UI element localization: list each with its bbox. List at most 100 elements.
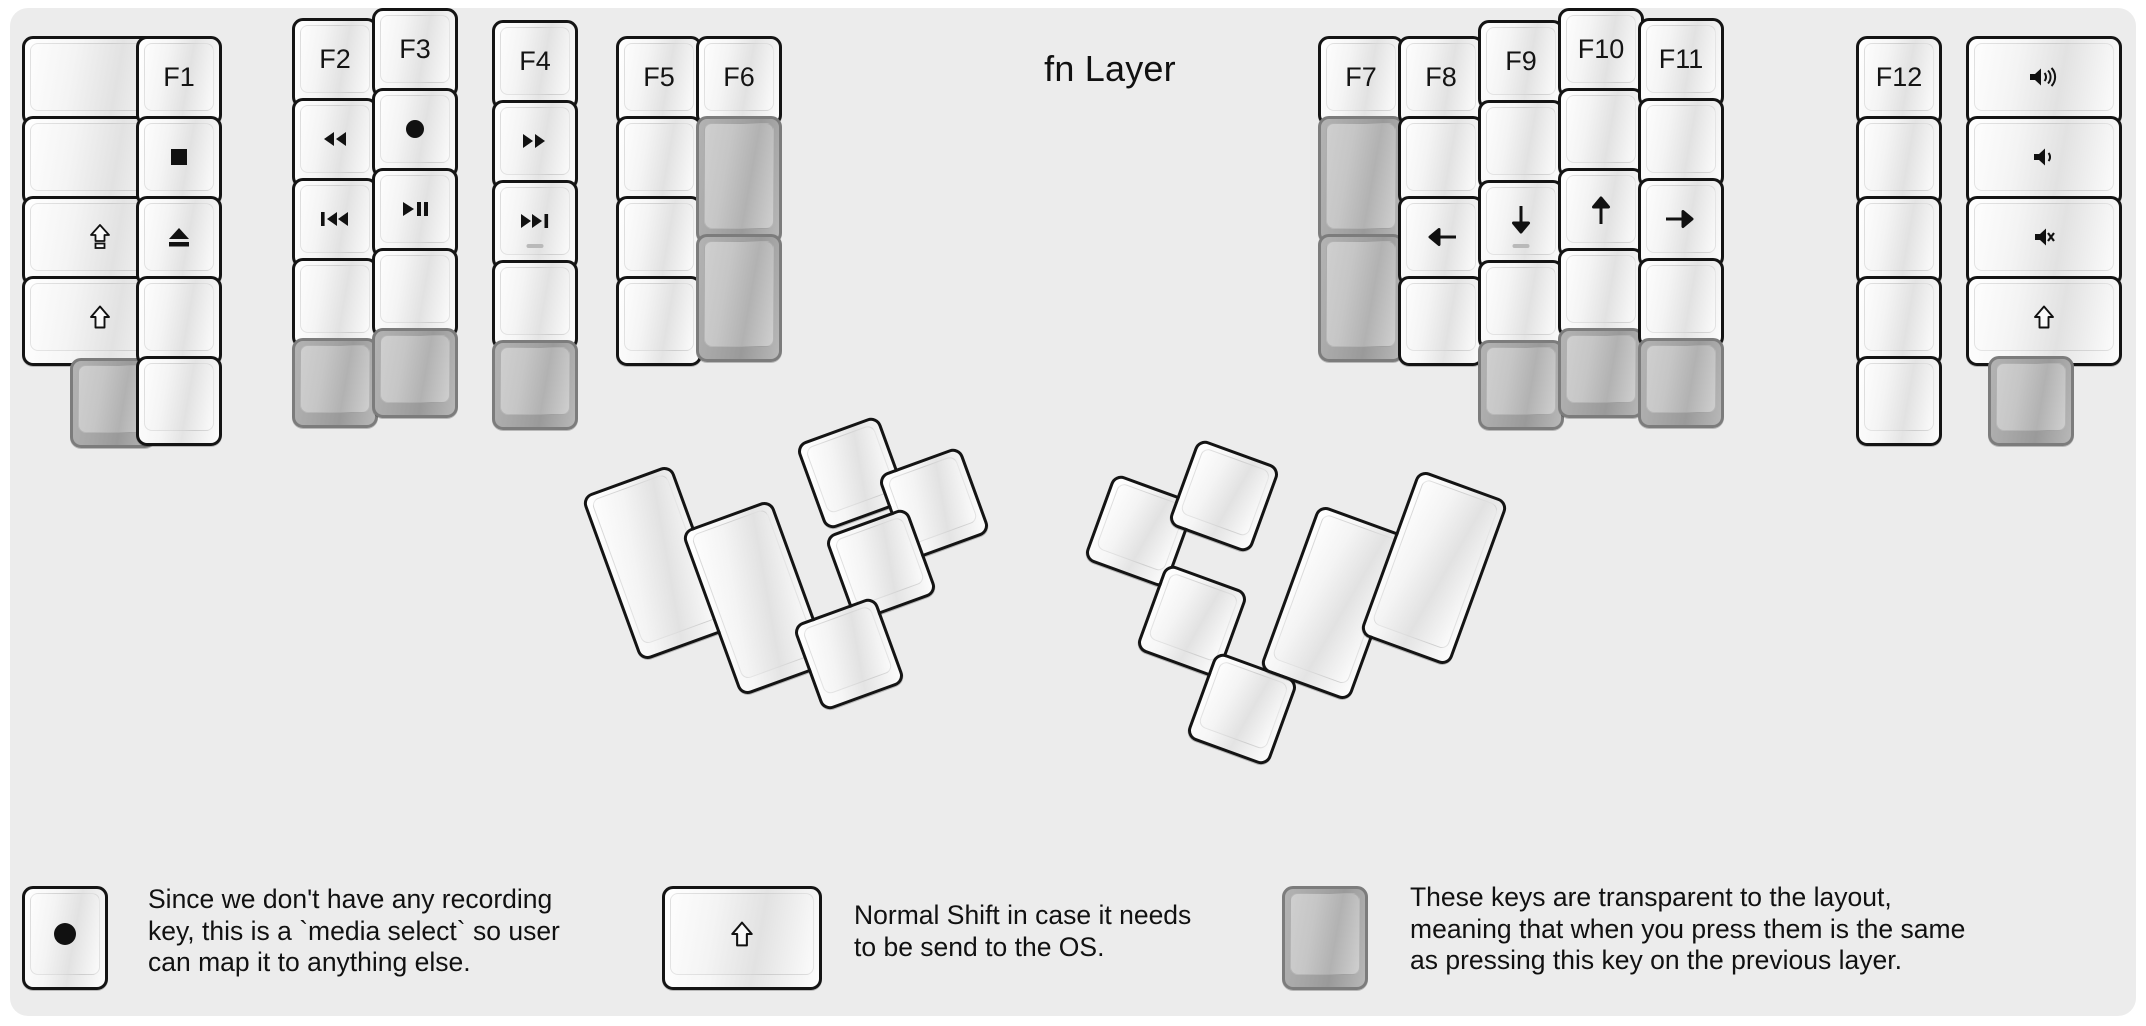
left-key-rewind[interactable]: [292, 98, 378, 188]
left-key-next-track[interactable]: [492, 180, 578, 270]
right-key-f7[interactable]: F7: [1318, 36, 1404, 126]
keycap-face: [1147, 572, 1240, 663]
homing-bar: [1512, 244, 1530, 248]
keycap-face: [1566, 255, 1636, 323]
keycap-face: [1406, 123, 1476, 191]
left-key-inner2-tall2-transparent[interactable]: [696, 234, 782, 362]
left-key-play-pause[interactable]: [372, 168, 458, 258]
left-key-inner1-r4[interactable]: [616, 276, 702, 366]
keycap-face: [804, 424, 897, 515]
left-key-index-r5-transparent[interactable]: [492, 340, 578, 430]
shift-icon: [730, 921, 754, 947]
left-key-eject[interactable]: [136, 196, 222, 286]
keycap-face: [1864, 363, 1934, 431]
left-key-record[interactable]: [372, 88, 458, 178]
keycap-face: [833, 516, 926, 607]
right-key-middle-r2[interactable]: [1558, 88, 1644, 178]
key-label: F8: [1425, 61, 1457, 92]
left-key-media-stop[interactable]: [136, 116, 222, 206]
left-key-ring-r4[interactable]: [292, 258, 378, 348]
right-key-pinky-r2[interactable]: [1856, 116, 1942, 206]
left-key-ring-r5-transparent[interactable]: [292, 338, 378, 428]
right-key-arrow-left[interactable]: [1398, 196, 1484, 286]
right-key-ring-r2[interactable]: [1638, 98, 1724, 188]
volume-down-icon: [2031, 145, 2057, 169]
left-key-f2[interactable]: F2: [292, 18, 378, 108]
keycap-face: [1290, 893, 1360, 975]
left-key-pinky-r5[interactable]: [136, 356, 222, 446]
keycap-face: F11: [1646, 25, 1716, 93]
play-pause-icon: [400, 199, 430, 219]
right-key-index-r5-transparent[interactable]: [1478, 340, 1564, 430]
keycap-face: [1646, 345, 1716, 413]
keycap-face: F2: [300, 25, 370, 93]
keycap-face: [144, 203, 214, 271]
keycap-face: [380, 95, 450, 163]
keycap-face: [300, 345, 370, 413]
left-key-f3[interactable]: F3: [372, 8, 458, 98]
right-key-arrow-right[interactable]: [1638, 178, 1724, 268]
arrow-right-icon: [1664, 208, 1698, 230]
right-key-inner2-tall2-transparent[interactable]: [1318, 234, 1404, 362]
left-key-inner1-r2[interactable]: [616, 116, 702, 206]
left-key-middle-r5-transparent[interactable]: [372, 328, 458, 418]
right-key-inner1-r4[interactable]: [1398, 276, 1484, 366]
key-label: F11: [1658, 43, 1704, 74]
left-key-pinky-r4[interactable]: [136, 276, 222, 366]
keycap-face: [1646, 105, 1716, 173]
left-key-f4[interactable]: F4: [492, 20, 578, 110]
right-key-shift[interactable]: [1966, 276, 2122, 366]
left-key-index-r4[interactable]: [492, 260, 578, 350]
left-key-previous-track[interactable]: [292, 178, 378, 268]
left-key-f6[interactable]: F6: [696, 36, 782, 126]
right-key-middle-r5-transparent[interactable]: [1558, 328, 1644, 418]
right-key-inner2-tall1-transparent[interactable]: [1318, 116, 1404, 244]
keycap-face: [1486, 267, 1556, 335]
key-label: F10: [1577, 33, 1625, 64]
left-key-f5[interactable]: F5: [616, 36, 702, 126]
left-key-inner2-tall1-transparent[interactable]: [696, 116, 782, 244]
right-key-pinky-r5[interactable]: [1856, 356, 1942, 446]
right-key-f11[interactable]: F11: [1638, 18, 1724, 108]
volume-mute-icon: [2032, 225, 2056, 249]
right-key-index-r2[interactable]: [1478, 100, 1564, 190]
keycap-face: [624, 283, 694, 351]
right-key-volume-down[interactable]: [1966, 116, 2122, 206]
right-key-arrow-down[interactable]: [1478, 180, 1564, 270]
left-key-inner1-r3[interactable]: [616, 196, 702, 286]
right-key-f10[interactable]: F10: [1558, 8, 1644, 98]
keycap-face: [1864, 203, 1934, 271]
homing-bar: [526, 244, 544, 248]
right-key-volume-up[interactable]: [1966, 36, 2122, 126]
right-key-f9[interactable]: F9: [1478, 20, 1564, 110]
right-key-volume-mute[interactable]: [1966, 196, 2122, 286]
keycap-face: [380, 175, 450, 243]
right-key-ring-r5-transparent[interactable]: [1638, 338, 1724, 428]
keycap-face: [1864, 283, 1934, 351]
right-key-inner1-r2[interactable]: [1398, 116, 1484, 206]
keycap-face: F4: [500, 27, 570, 95]
right-key-pinky-r4[interactable]: [1856, 276, 1942, 366]
right-key-arrow-up[interactable]: [1558, 168, 1644, 258]
keycap-face: [1486, 107, 1556, 175]
left-key-fast-forward[interactable]: [492, 100, 578, 190]
keycap-face: [300, 265, 370, 333]
right-key-index-r4[interactable]: [1478, 260, 1564, 350]
right-key-middle-r4[interactable]: [1558, 248, 1644, 338]
key-label: F4: [519, 45, 551, 76]
right-key-ring-r4[interactable]: [1638, 258, 1724, 348]
legend-item-record: Since we don't have any recording key, t…: [22, 884, 662, 1006]
left-key-f1[interactable]: F1: [136, 36, 222, 126]
keycap-face: [500, 107, 570, 175]
right-key-f12[interactable]: F12: [1856, 36, 1942, 126]
right-key-f8[interactable]: F8: [1398, 36, 1484, 126]
arrow-left-icon: [1424, 226, 1458, 248]
shift-icon: [2033, 305, 2055, 329]
keycap-face: [1406, 283, 1476, 351]
keycap-face: [690, 508, 819, 681]
right-key-pinky-r3[interactable]: [1856, 196, 1942, 286]
right-key-pinkyouter-r5-transparent[interactable]: [1988, 356, 2074, 446]
left-key-middle-r4[interactable]: [372, 248, 458, 338]
key-label: F1: [163, 61, 195, 92]
